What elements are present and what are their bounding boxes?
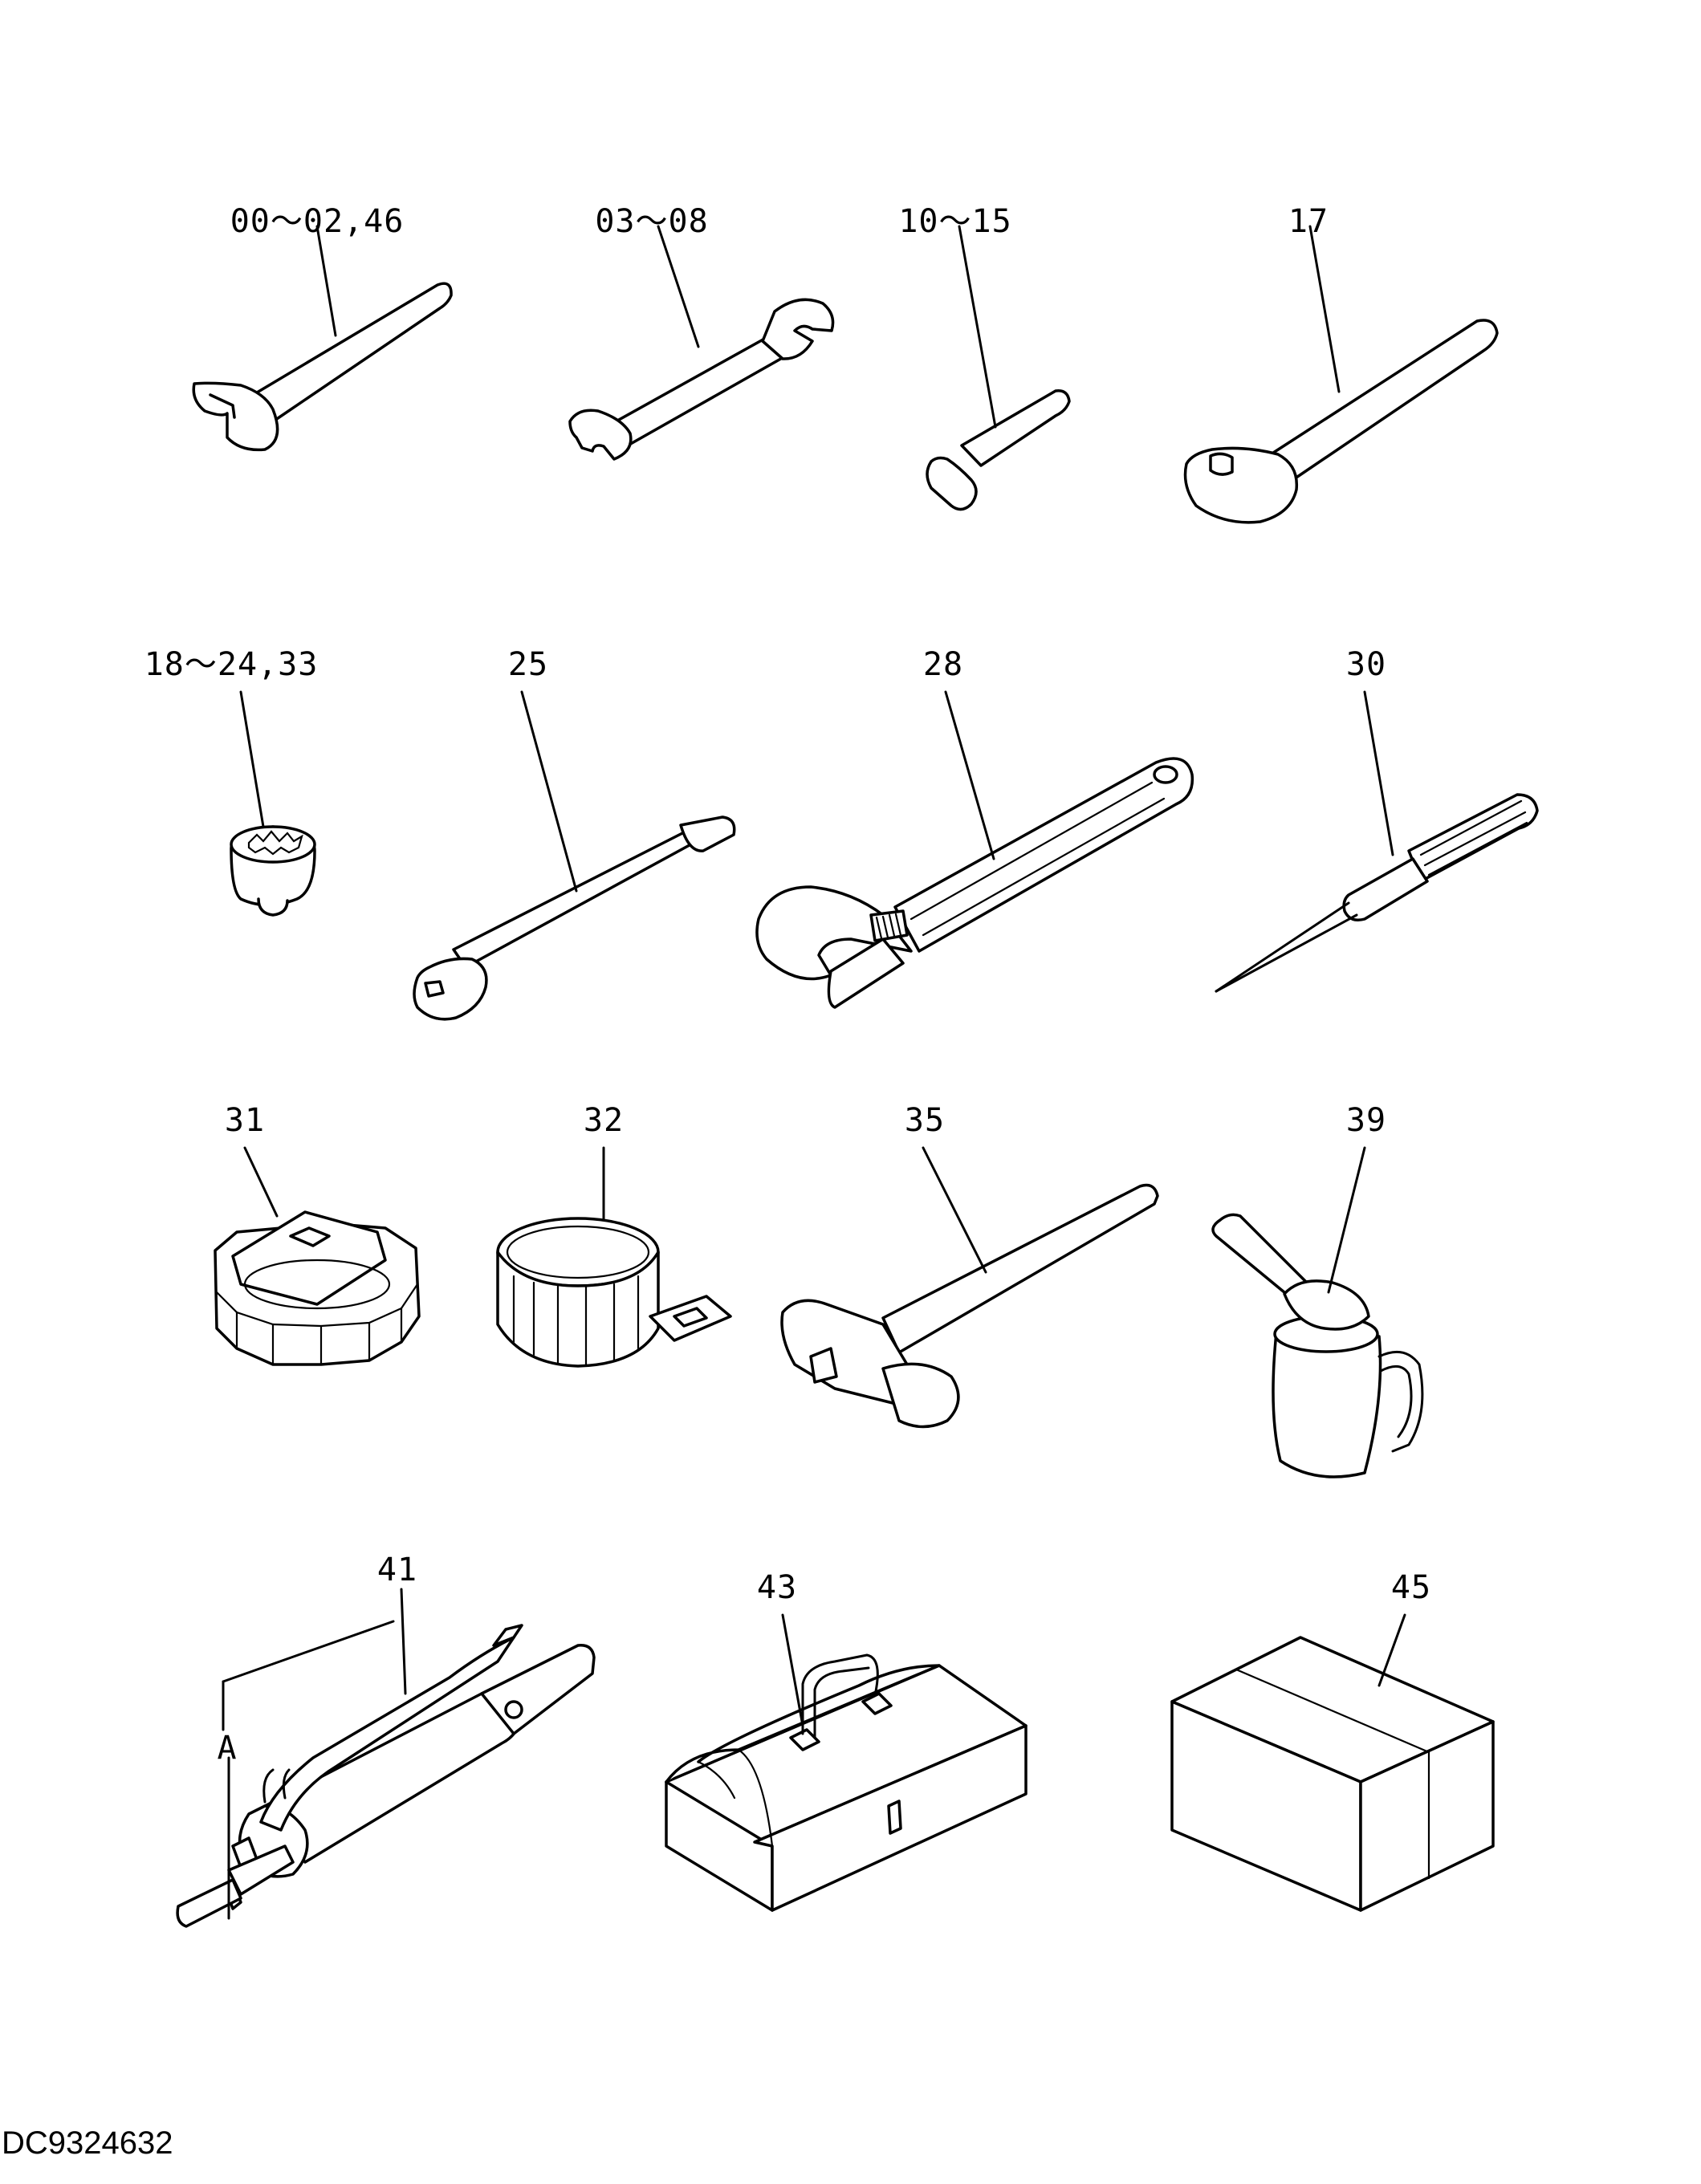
- part-label-ratchet: 17: [1288, 203, 1329, 240]
- double-open-end-wrench-icon: [568, 225, 835, 461]
- extension-bar-icon: [413, 690, 736, 1021]
- adjustable-wrench-icon: [755, 690, 1194, 1009]
- filter-cap-wrench-icon: [214, 1146, 421, 1366]
- part-label-wrench-double: 03～08: [595, 203, 709, 240]
- open-end-wrench-icon: [192, 225, 453, 452]
- grease-gun-icon: [176, 1588, 596, 1928]
- part-label-tool-box: 43: [756, 1569, 798, 1606]
- part-label-oil-can: 39: [1345, 1102, 1387, 1139]
- tool-box-icon: [665, 1613, 1028, 1912]
- part-label-screwdriver: 30: [1345, 646, 1387, 683]
- part-label-hammer: 35: [904, 1102, 946, 1139]
- part-label-hex-key: 10～15: [898, 203, 1012, 240]
- part-label-extension: 25: [507, 646, 549, 683]
- part-label-socket: 18～24,33: [144, 646, 319, 683]
- part-label-filter-band-wrench: 32: [583, 1102, 625, 1139]
- part-label-filter-cap-wrench: 31: [224, 1102, 266, 1139]
- filter-band-wrench-icon: [496, 1146, 732, 1368]
- part-label-grease-gun-detail: A: [217, 1730, 238, 1767]
- hex-key-icon: [926, 225, 1071, 511]
- screwdriver-icon: [1215, 690, 1539, 993]
- oil-can-icon: [1211, 1146, 1424, 1478]
- ratchet-handle-icon: [1183, 225, 1499, 524]
- hammer-icon: [780, 1146, 1159, 1429]
- part-label-adjustable-wrench: 28: [922, 646, 964, 683]
- socket-icon: [230, 690, 316, 917]
- drawing-code: DC9324632: [2, 2125, 173, 2161]
- part-label-wrench-small: 00～02,46: [230, 203, 405, 240]
- part-label-case: 45: [1390, 1569, 1432, 1606]
- part-label-grease-gun: 41: [376, 1552, 418, 1588]
- case-icon: [1170, 1613, 1495, 1912]
